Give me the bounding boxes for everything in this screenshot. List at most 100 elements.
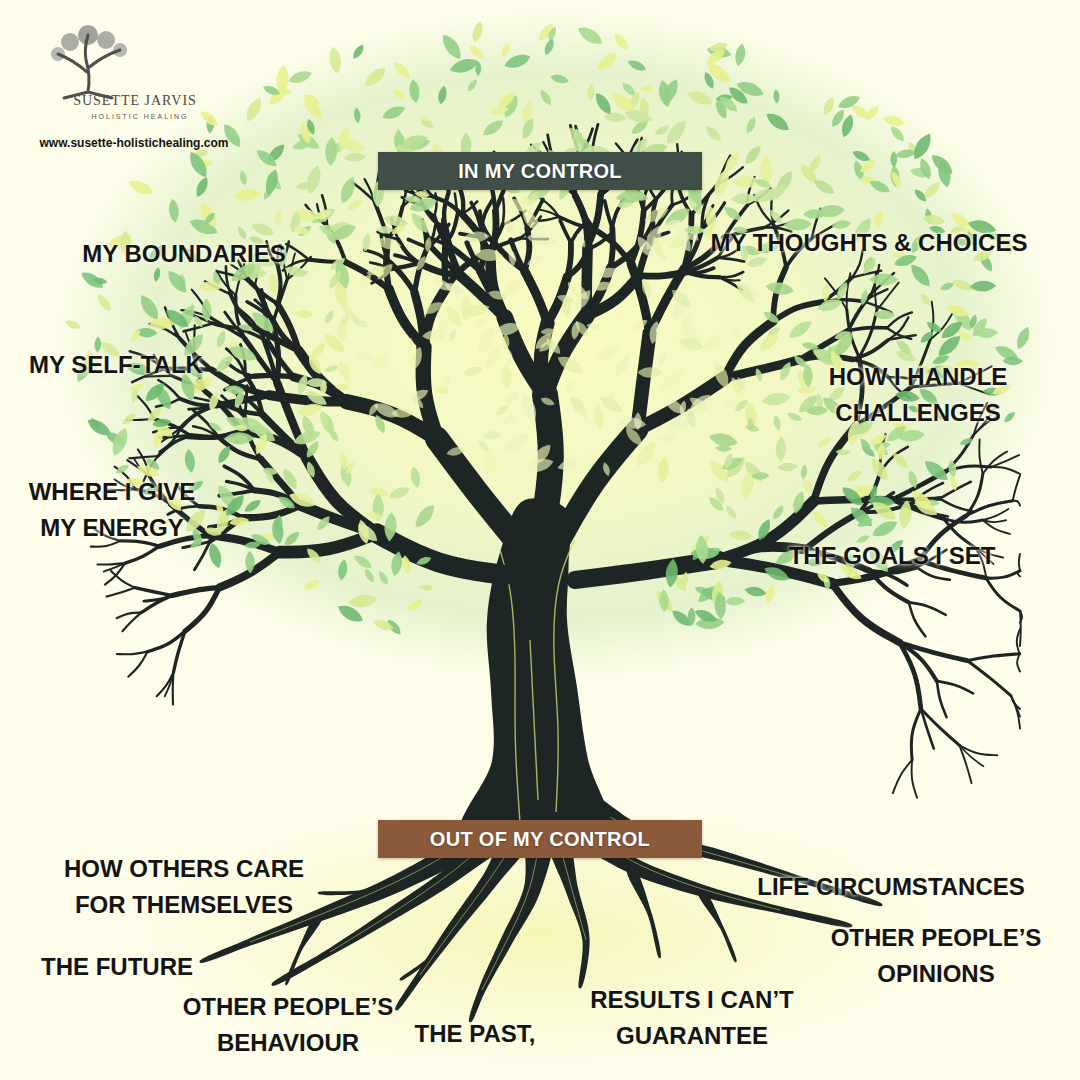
leaf [227,342,259,364]
leaf [711,167,733,199]
branch [437,439,520,545]
leaf [715,445,732,453]
leaf [215,444,233,466]
leaf [888,124,907,144]
leaf [543,336,563,357]
branch [983,520,1010,534]
leaf [762,563,791,584]
leaf [64,318,82,331]
leaf [775,436,786,462]
leaf [318,409,331,429]
leaf [733,43,747,68]
leaf [238,323,254,332]
leaf [182,506,210,536]
leaf [300,93,327,123]
leaf [448,56,480,77]
leaf [130,387,139,403]
leaf [656,350,669,367]
branch-label: HOW I HANDLE CHALLENGES [811,359,1026,431]
leaf [303,388,329,409]
leaf [501,429,532,456]
logo-icon [51,25,127,98]
leaf [717,93,740,114]
leaf [917,157,934,181]
branch [224,466,254,490]
branch [141,596,172,613]
leaf [731,193,757,204]
leaf [267,272,279,294]
trunk-highlight [500,550,520,822]
leaf [462,301,492,319]
branch [227,481,255,490]
leaf [733,397,750,414]
leaf [254,146,280,169]
branch [525,271,548,323]
branch [390,263,419,269]
branch [719,272,743,277]
leaf [587,84,595,101]
leaf [747,417,755,433]
branch [185,588,219,632]
leaf [355,350,375,363]
branch [869,571,907,586]
leaf [734,78,765,99]
leaf [684,226,705,235]
leaf [480,117,506,139]
root [469,831,553,1022]
leaf [362,567,376,584]
branch [272,318,299,350]
branch [893,760,912,793]
branch [986,578,1020,611]
leaf [944,302,971,320]
root-label: OTHER PEOPLE’S BEHAVIOUR [172,989,404,1061]
leaf [232,187,262,202]
leaf [847,503,876,530]
branch [967,654,1019,661]
branch [912,760,917,798]
leaf [859,289,869,306]
leaf [168,198,181,223]
leaf [829,107,847,129]
branch [286,244,309,260]
leaf [244,541,261,549]
branch [991,455,1019,467]
leaf [391,87,408,101]
branch [541,198,560,217]
leaf [198,281,223,292]
leaf [186,149,211,180]
leaf [907,261,934,290]
leaf [198,108,221,129]
leaf [153,267,162,283]
leaf [744,115,758,135]
leaf [762,309,782,326]
leaf [706,494,726,513]
leaf [367,349,393,376]
leaf [604,112,627,123]
root [285,913,322,985]
leaf [164,267,190,296]
leaf [591,280,613,292]
leaf [948,210,973,231]
leaf [611,352,633,379]
leaf [301,578,321,593]
leaf [659,77,682,107]
branch [1017,629,1020,654]
website-url: www.susette-holistichealing.com [40,135,229,151]
leaf [601,461,611,477]
branch [909,602,926,636]
branch [991,467,1020,474]
leaf [594,49,621,73]
trunk-highlight [530,640,538,800]
leaf [539,396,555,408]
branch [128,652,147,677]
leaf [889,170,904,190]
banner-text: OUT OF MY CONTROL [430,827,650,851]
leaf [869,274,898,286]
brand-tagline: HOLISTIC HEALING [92,112,189,122]
leaf [507,249,516,267]
leaf [305,460,317,478]
branch [1013,501,1020,506]
branch [937,681,973,693]
leaf [135,462,161,480]
leaf [790,489,807,515]
